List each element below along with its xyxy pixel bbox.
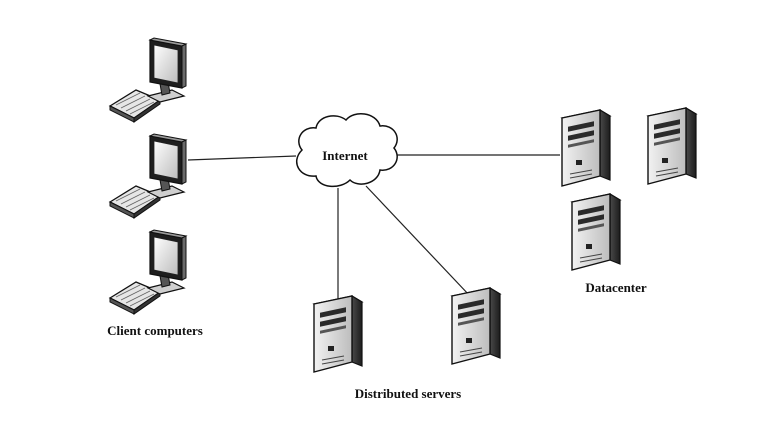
- tower-server-icon: [571, 193, 621, 271]
- link-client-internet: [187, 155, 297, 161]
- label-datacenter: Datacenter: [585, 280, 647, 295]
- client-computers-group: Client computers: [107, 37, 203, 338]
- internet-cloud: Internet: [296, 113, 398, 188]
- label-internet: Internet: [322, 148, 368, 163]
- label-client-computers: Client computers: [107, 323, 203, 338]
- cloud-icon: [296, 113, 398, 188]
- link-internet-server-2: [365, 185, 471, 297]
- label-distributed-servers: Distributed servers: [355, 386, 462, 401]
- connection-lines: [187, 154, 560, 312]
- desktop-computer-icon: [109, 229, 187, 315]
- tower-server-icon: [451, 287, 501, 365]
- tower-server-icon: [313, 295, 363, 373]
- distributed-servers-group: Distributed servers: [313, 287, 501, 401]
- desktop-computer-icon: [109, 133, 187, 219]
- tower-server-icon: [561, 109, 611, 187]
- desktop-computer-icon: [109, 37, 187, 123]
- datacenter-group: Datacenter: [561, 107, 697, 295]
- tower-server-icon: [647, 107, 697, 185]
